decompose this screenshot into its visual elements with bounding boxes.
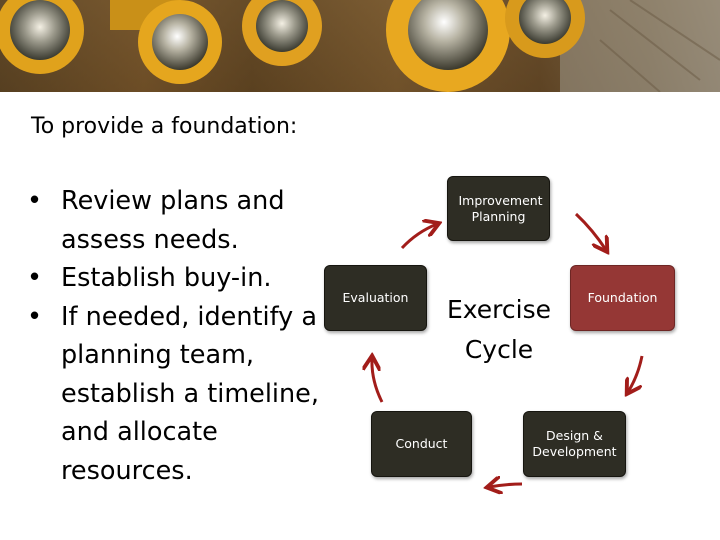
page-heading: To provide a foundation:: [31, 114, 298, 139]
cycle-step-label: Conduct: [395, 436, 448, 451]
list-item: • Review plans and assess needs.: [24, 182, 324, 259]
bullet-marker: •: [27, 186, 43, 216]
cycle-step-label: Evaluation: [342, 290, 409, 305]
cycle-step-label: Improvement Planning: [458, 192, 543, 224]
mining-lamps-image: [0, 0, 720, 92]
bullet-text: Establish buy-in.: [61, 263, 272, 293]
bullet-marker: •: [27, 263, 43, 293]
arrow-conduct-to-evaluation: [372, 358, 384, 403]
cycle-step-label: Design & Development: [532, 428, 617, 459]
bullet-list: • Review plans and assess needs. • Estab…: [24, 182, 324, 490]
arrow-evaluation-to-improvement: [400, 224, 437, 250]
arrow-foundation-to-design: [628, 355, 644, 392]
bullet-marker: •: [27, 301, 43, 332]
cycle-step-design-development: Design & Development: [523, 411, 626, 477]
arrow-improvement-to-foundation: [574, 212, 606, 250]
bullet-text: Review plans and assess needs.: [61, 186, 285, 255]
list-item: • If needed, identify a planning team, e…: [24, 298, 324, 491]
cycle-step-improvement-planning: Improvement Planning: [447, 176, 550, 241]
cycle-step-conduct: Conduct: [371, 411, 472, 477]
cycle-step-evaluation: Evaluation: [324, 265, 427, 331]
bullet-text: If needed, identify a planning team, est…: [61, 301, 319, 486]
header-photo: [0, 0, 720, 92]
cycle-step-label: Foundation: [587, 290, 658, 305]
arrow-design-to-conduct: [489, 484, 523, 487]
cycle-step-foundation: Foundation: [570, 265, 675, 331]
cycle-center-title: Exercise Cycle: [446, 295, 552, 364]
list-item: • Establish buy-in.: [24, 259, 324, 298]
